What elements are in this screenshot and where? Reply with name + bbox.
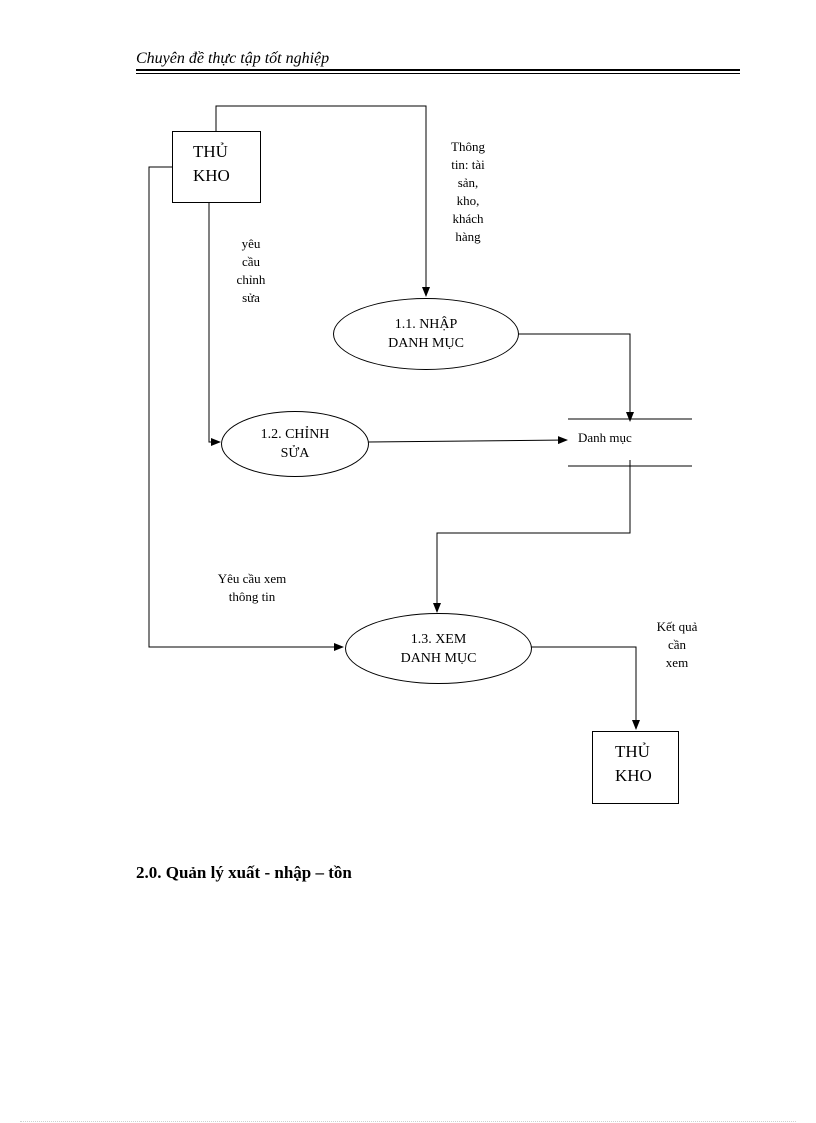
process-xem-danh-muc: 1.3. XEM DANH MỤC <box>345 613 532 684</box>
entity-top-line2: KHO <box>193 166 230 185</box>
entity-thu-kho-top: THỦ KHO <box>172 131 261 203</box>
flow-label-edit-request: yêu cầu chỉnh sửa <box>236 236 266 305</box>
page-bottom-divider <box>20 1121 796 1122</box>
flow-arrow-store-to-view <box>433 460 631 613</box>
section-heading: 2.0. Quản lý xuất - nhập – tồn <box>136 863 352 882</box>
process-nhap-danh-muc: 1.1. NHẬP DANH MỤC <box>333 298 519 370</box>
flow-label-result: Kết quả cần xem <box>656 619 698 670</box>
process-2-line2: SỬA <box>280 446 310 461</box>
data-store-danh-muc: Danh mục <box>578 430 632 445</box>
flow-label-info: Thông tin: tài sản, kho, khách hàng <box>451 139 485 244</box>
flow-label-view-request: Yêu cầu xem thông tin <box>217 571 287 604</box>
process-chinh-sua: 1.2. CHỈNH SỬA <box>221 411 369 477</box>
flow-arrow-info <box>215 105 430 297</box>
process-3-line2: DANH MỤC <box>400 650 477 666</box>
flow-arrow-result <box>531 646 640 730</box>
entity-top-line1: THỦ <box>193 142 228 161</box>
entity-thu-kho-bottom: THỦ KHO <box>592 731 679 804</box>
flow-arrow-to-store <box>518 333 634 422</box>
process-1-line1: 1.1. NHẬP <box>394 317 458 332</box>
entity-bottom-line1: THỦ <box>615 742 650 761</box>
flow-arrow-view-request <box>148 166 344 651</box>
header-rule-thick <box>136 69 740 71</box>
flow-arrow-edit-request <box>208 203 221 446</box>
header-rule-thin <box>136 73 740 74</box>
process-3-line1: 1.3. XEM <box>410 631 467 647</box>
document-header-title: Chuyên đề thực tập tốt nghiệp <box>136 50 330 67</box>
entity-bottom-line2: KHO <box>615 766 652 785</box>
process-1-line2: DANH MỤC <box>388 336 464 351</box>
flow-arrow-edit-to-store <box>367 436 568 445</box>
process-2-line1: 1.2. CHỈNH <box>260 427 330 442</box>
